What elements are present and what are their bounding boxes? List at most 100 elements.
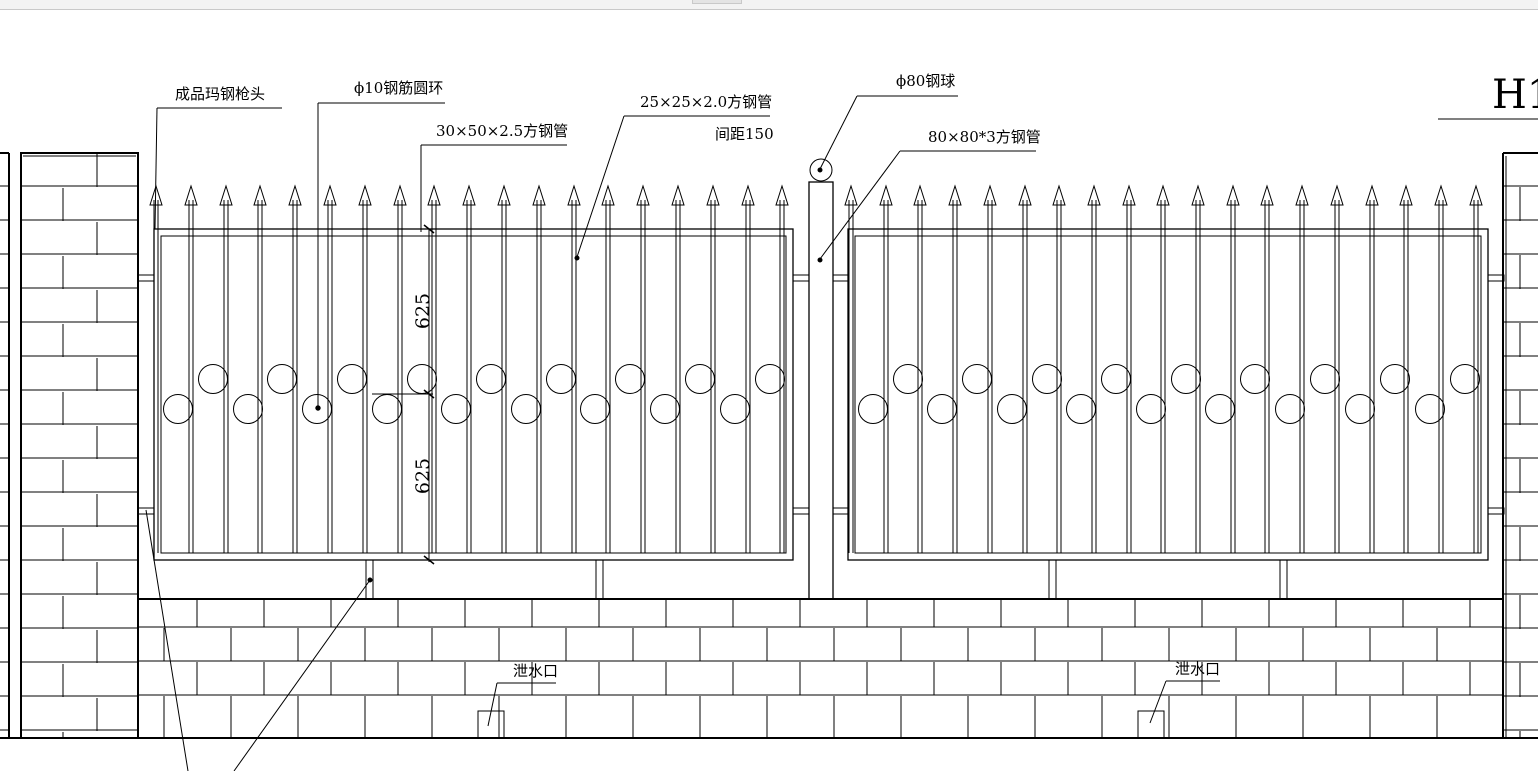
fence-panel-right-frame-inner [854,235,1482,554]
steel-ring [1240,364,1270,394]
drawing-geometry [0,95,1538,771]
leader-line [145,509,189,771]
steel-ring [1066,394,1096,424]
brick-pier-left-edge [0,152,10,738]
label-ring: ϕ10钢筋圆环 [354,79,443,97]
steel-ring [1205,394,1235,424]
label-post-tube: 80×80*3方钢管 [928,128,1041,146]
dimension-lines [372,224,435,565]
brick-pier-right [1502,152,1538,738]
panel-lug [832,507,850,515]
drain-box [1137,710,1165,739]
spear-head [636,184,650,206]
top-bar-grip[interactable] [692,0,742,4]
spear-head [671,184,685,206]
spear-head [184,184,198,206]
spear-head [1330,184,1344,206]
steel-ring [198,364,228,394]
leader-line [487,682,498,727]
spear-head [741,184,755,206]
leader-dot [315,405,321,411]
spear-head [879,184,893,206]
leader-lines [145,95,1220,771]
steel-ring [1275,394,1305,424]
spear-head [1260,184,1274,206]
spear-head [1434,184,1448,206]
steel-ring [1171,364,1201,394]
dimension-tick [423,555,435,565]
spear-head [775,184,789,206]
spear-head [462,184,476,206]
label-spear-head: 成品玛钢枪头 [175,85,265,103]
label-bar-spacing: 间距150 [715,125,774,143]
spear-head [149,184,163,206]
steel-ring [476,364,506,394]
leader-line [154,107,158,230]
steel-ring [1101,364,1131,394]
steel-ring [1136,394,1166,424]
steel-ring [267,364,297,394]
spear-head [844,184,858,206]
steel-ring [997,394,1027,424]
label-frame-tube: 30×50×2.5方钢管 [436,122,568,140]
steel-ring [755,364,785,394]
steel-ring [511,394,541,424]
panel-lug [1487,507,1505,515]
steel-ring [650,394,680,424]
steel-ring [233,394,263,424]
spear-head [1191,184,1205,206]
spear-head [983,184,997,206]
spear-head [1122,184,1136,206]
panel-foot [1048,559,1057,600]
center-post [808,181,834,600]
leader-dot [574,255,580,261]
fence-panel-right [844,184,1489,561]
spear-head [323,184,337,206]
brick-pier-left [20,152,139,739]
panel-foot [1279,559,1288,600]
label-drain-right: 泄水口 [1175,660,1220,678]
panel-lug [137,274,155,282]
spear-head [1469,184,1483,206]
spear-head [393,184,407,206]
spear-head [1087,184,1101,206]
leader-line [819,95,858,170]
spear-head [567,184,581,206]
spear-head [219,184,233,206]
spear-head [288,184,302,206]
label-drain-left: 泄水口 [513,662,558,680]
drain-outlet-right [1137,710,1165,739]
leader-dot [817,257,823,263]
panel-lug [1487,274,1505,282]
spear-head [427,184,441,206]
fence-panel-left-frame-inner [160,235,787,554]
steel-ring [615,364,645,394]
dimension-tick [423,224,435,234]
panel-foot [365,559,374,600]
panel-lug [137,507,155,515]
steel-ring [441,394,471,424]
steel-ring [685,364,715,394]
steel-ring [372,394,402,424]
spear-head [1156,184,1170,206]
steel-ring [1380,364,1410,394]
steel-ring [337,364,367,394]
spear-head [948,184,962,206]
steel-ring [580,394,610,424]
steel-ring [1415,394,1445,424]
leader-line [233,579,371,771]
panel-foot [595,559,604,600]
drain-box [477,710,505,739]
leader-dot [367,577,373,583]
leader-line [819,150,901,260]
leader-line [1149,680,1167,724]
window-top-bar [0,0,1538,10]
label-steel-ball: ϕ80钢球 [896,72,955,90]
brick-base-wall [0,598,1538,739]
dimension-tick [423,389,435,399]
steel-ring [858,394,888,424]
label-bar-tube: 25×25×2.0方钢管 [640,93,772,111]
dimension-upper: 625 [412,293,434,329]
steel-ring [163,394,193,424]
spear-head [358,184,372,206]
